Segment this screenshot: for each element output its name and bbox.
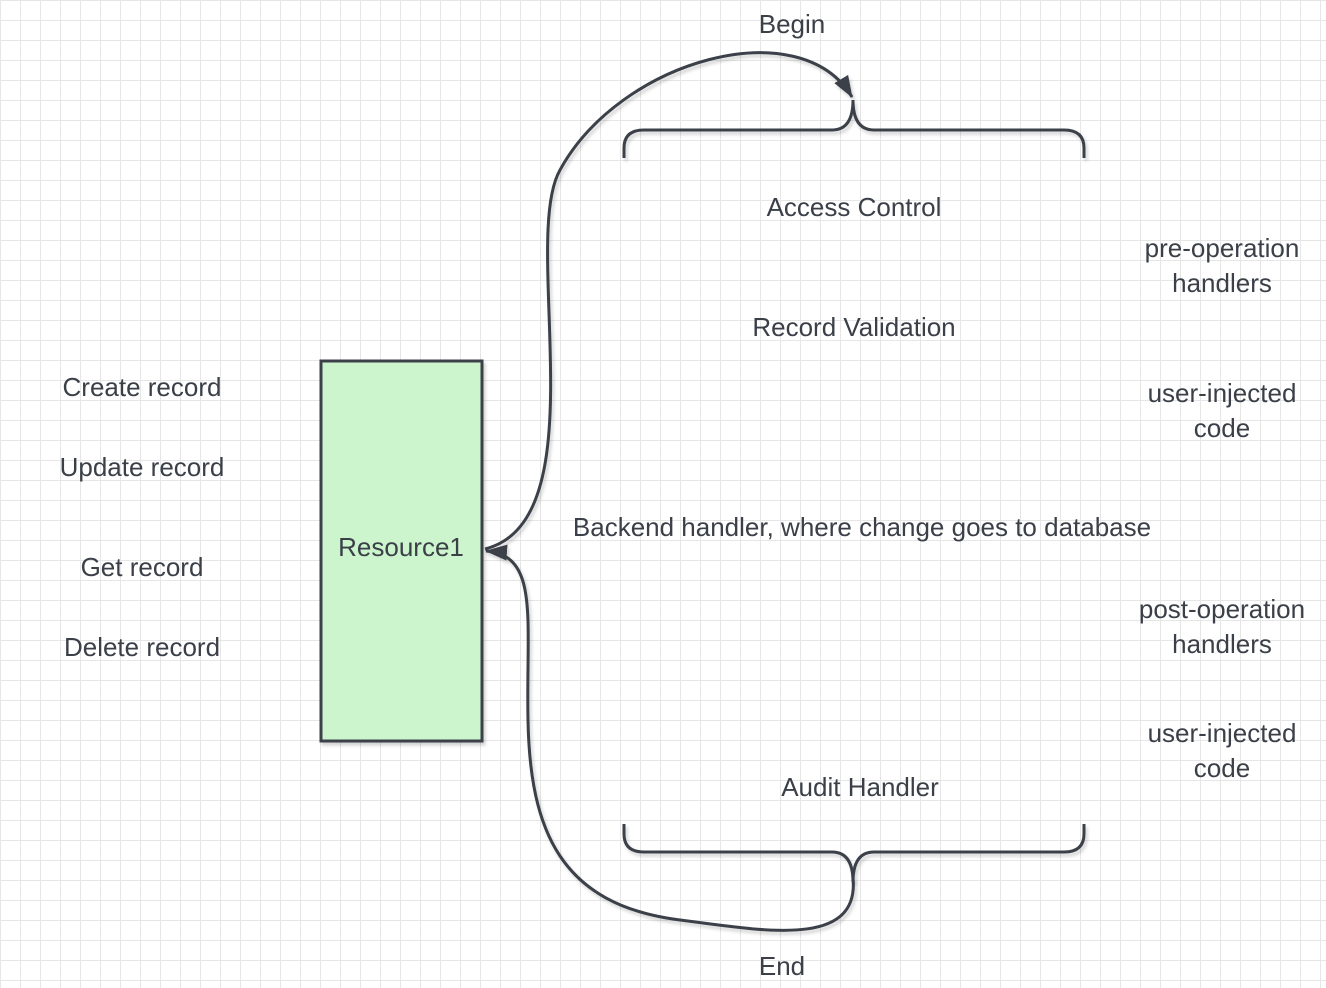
pre-operation-label-line2: handlers bbox=[1172, 268, 1272, 298]
backend-handler-label: Backend handler, where change goes to da… bbox=[573, 512, 1151, 542]
user-injected-post-label-line1: user-injected bbox=[1148, 718, 1297, 748]
user-injected-pre-label-line2: code bbox=[1194, 413, 1250, 443]
get-record-label: Get record bbox=[81, 552, 204, 582]
bottom-brace bbox=[622, 824, 1086, 883]
user-injected-pre-label-line1: user-injected bbox=[1148, 378, 1297, 408]
post-operation-label-line1: post-operation bbox=[1139, 594, 1305, 624]
resource-box[interactable] bbox=[319, 359, 484, 743]
post-operation-label-line2: handlers bbox=[1172, 629, 1272, 659]
access-control-label: Access Control bbox=[767, 192, 942, 222]
record-validation-label: Record Validation bbox=[752, 312, 955, 342]
top-brace bbox=[622, 99, 1086, 158]
create-record-label: Create record bbox=[63, 372, 222, 402]
pre-operation-label-line1: pre-operation bbox=[1145, 233, 1300, 263]
end-label: End bbox=[759, 951, 805, 981]
end-flow-curve bbox=[485, 544, 855, 932]
user-injected-post-label-line2: code bbox=[1194, 753, 1250, 783]
delete-record-label: Delete record bbox=[64, 632, 220, 662]
update-record-label: Update record bbox=[60, 452, 225, 482]
resource-label: Resource1 bbox=[338, 532, 464, 562]
begin-label: Begin bbox=[759, 9, 826, 39]
begin-flow-curve bbox=[484, 51, 854, 551]
audit-handler-label: Audit Handler bbox=[781, 772, 939, 802]
